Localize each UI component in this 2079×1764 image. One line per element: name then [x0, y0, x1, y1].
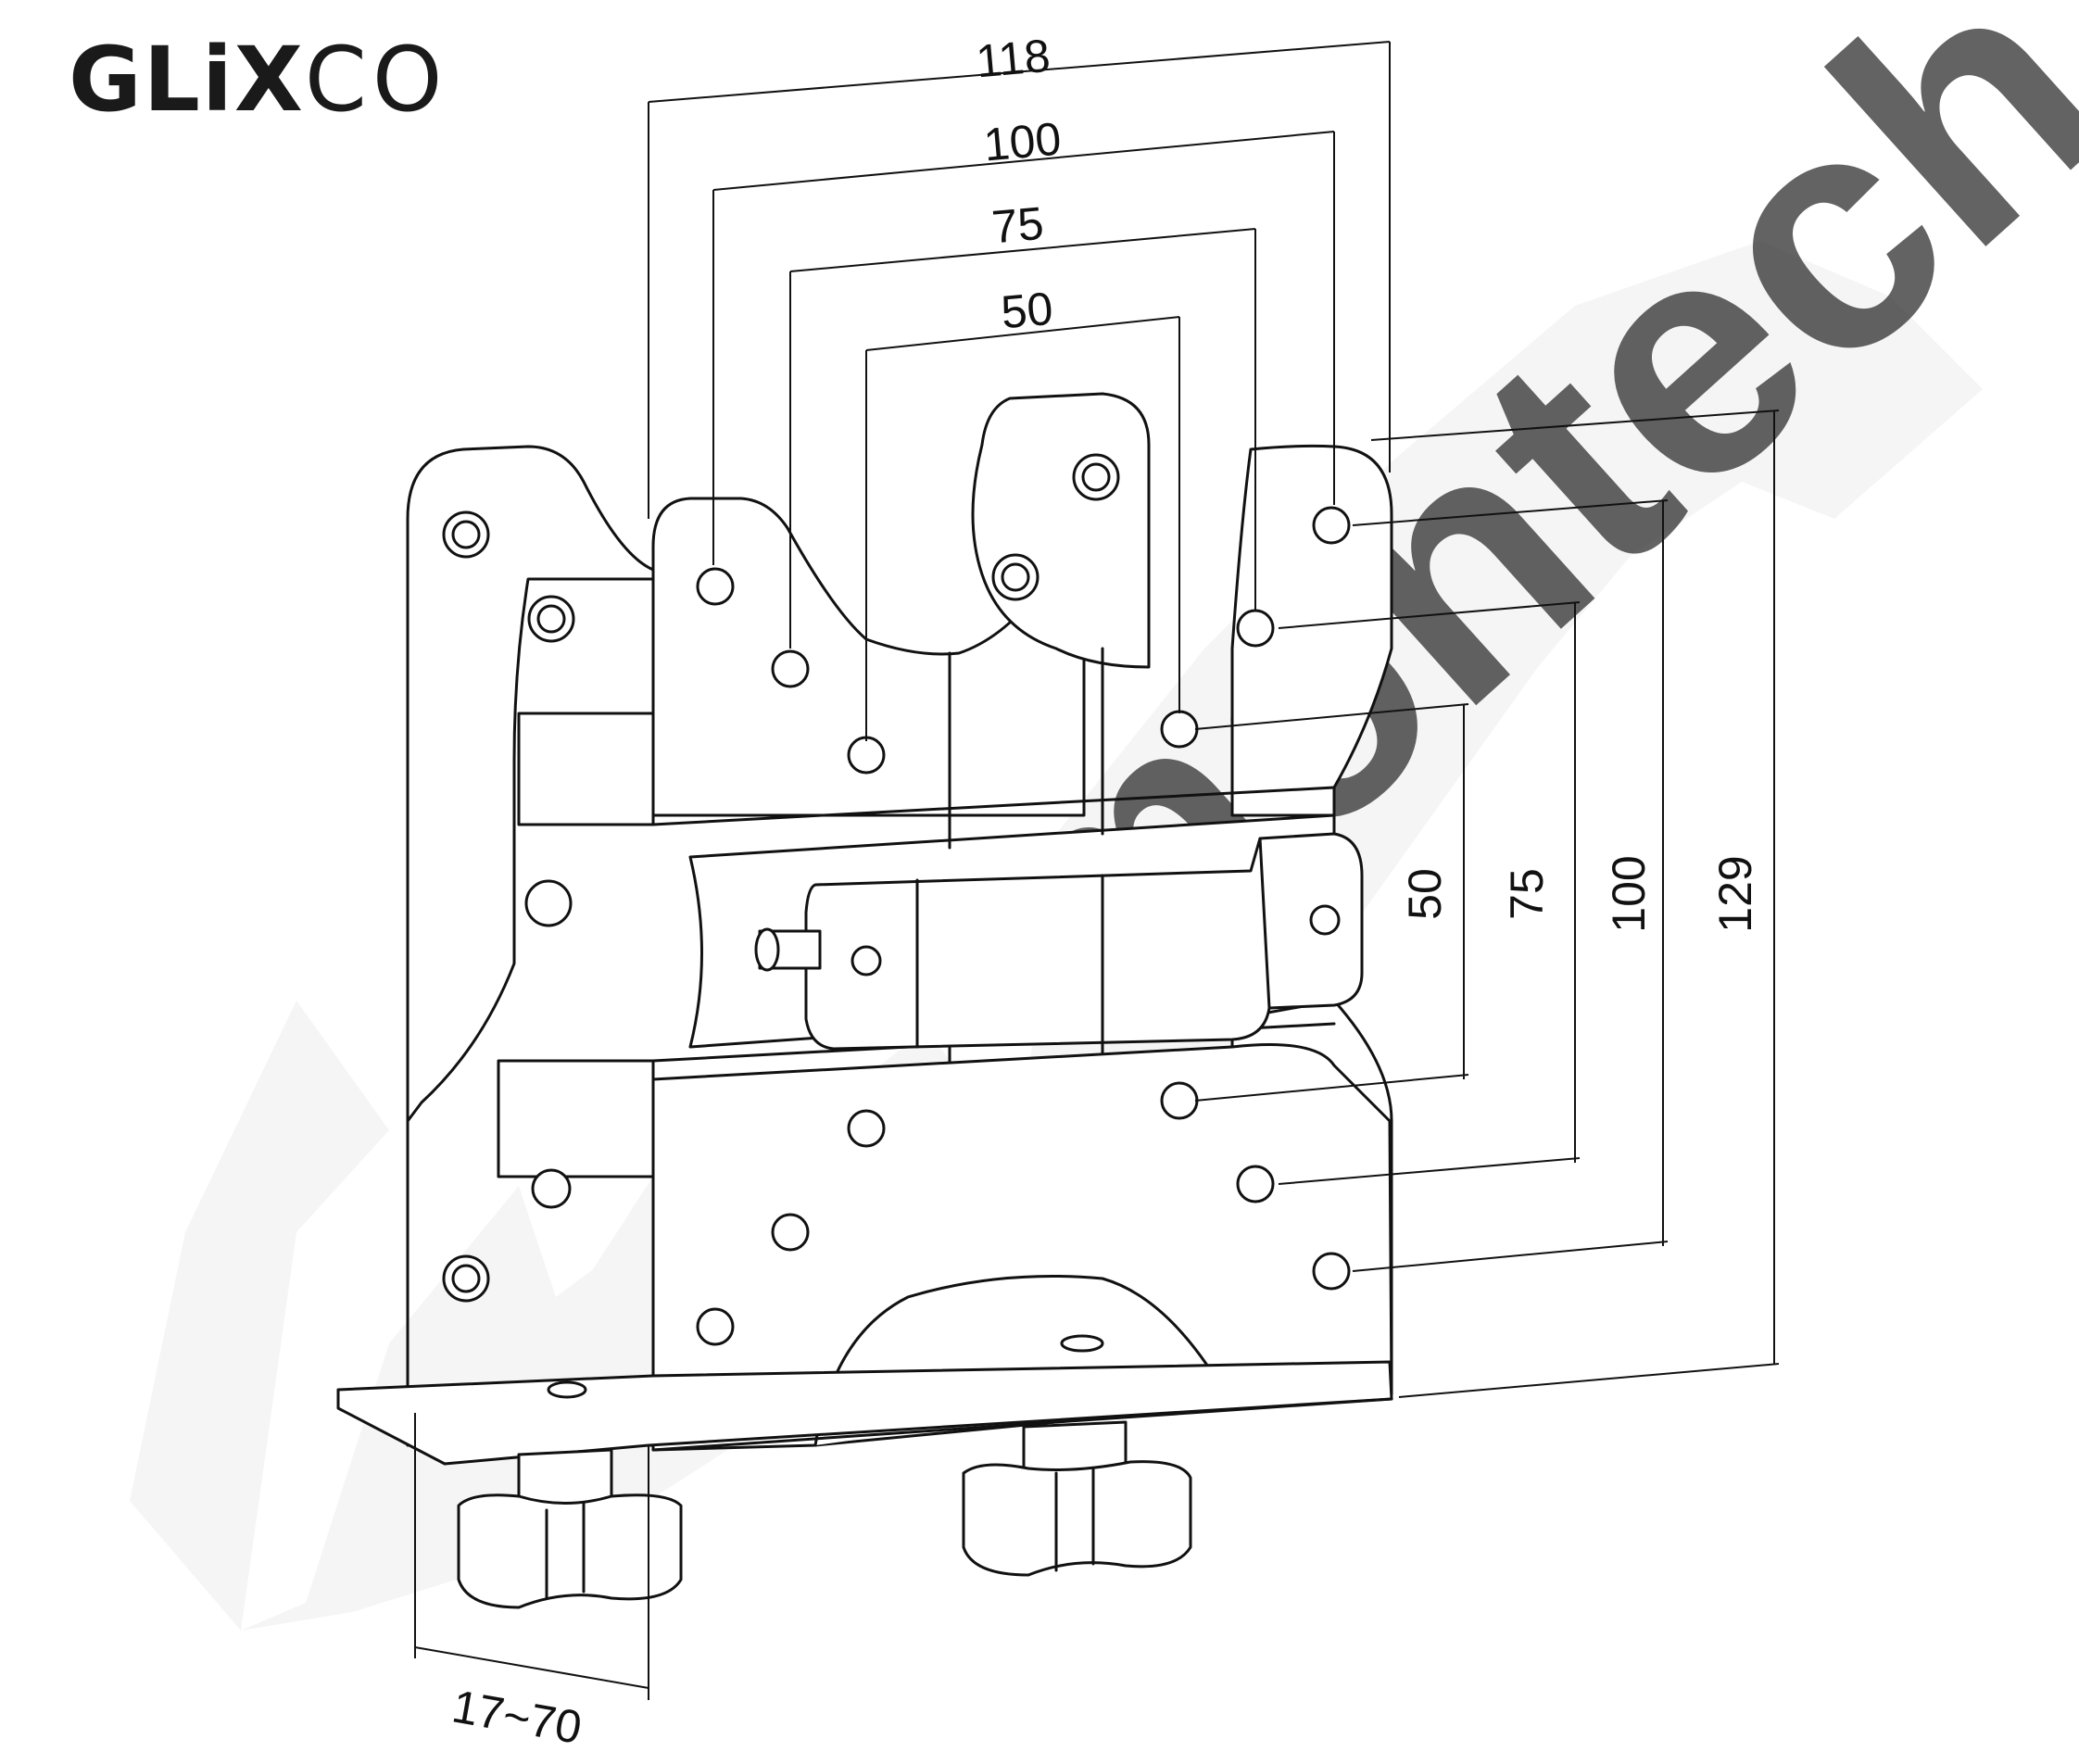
- dim-label-75-v: 75: [1501, 868, 1553, 920]
- logo-bold: GLiX: [69, 28, 305, 132]
- dim-line-118: [648, 41, 1391, 519]
- dim-label-clamp-range: 17~70: [448, 1680, 586, 1754]
- hole: [847, 1109, 886, 1148]
- dim-line-75-v: [1278, 601, 1581, 1185]
- hole: [1160, 710, 1199, 749]
- clamp-strap: [804, 832, 1364, 1051]
- dim-line-75: [789, 228, 1256, 649]
- hole: [771, 649, 810, 688]
- hole: [1001, 562, 1030, 592]
- hole: [771, 1213, 810, 1252]
- hole: [1081, 462, 1111, 492]
- front-plate-lower: [651, 1043, 1393, 1452]
- hole: [547, 1380, 587, 1399]
- dim-label-50: 50: [999, 283, 1054, 339]
- screw-head: [754, 927, 780, 972]
- hole: [696, 567, 735, 606]
- dim-line-100-v: [1352, 499, 1669, 1272]
- dim-line-129: [1370, 410, 1780, 1398]
- clamp-knob-left: [457, 1448, 683, 1609]
- hole: [1312, 506, 1351, 545]
- dimension-lines: [414, 41, 1780, 1700]
- hole: [536, 604, 566, 634]
- mounting-holes: [442, 453, 1351, 1399]
- brand-logo: GLiXCO: [69, 28, 447, 132]
- hole: [451, 520, 481, 549]
- hole: [451, 1264, 481, 1293]
- channel-top-edge: [651, 786, 1336, 826]
- dim-label-129: 129: [1709, 855, 1761, 932]
- hole: [1236, 1165, 1275, 1203]
- hole: [524, 879, 573, 927]
- rear-bar-lower: [497, 1059, 655, 1178]
- dim-label-100: 100: [982, 113, 1064, 171]
- dim-line-50-v: [1194, 703, 1469, 1102]
- hole: [850, 945, 882, 976]
- hole: [1160, 1081, 1199, 1120]
- hole: [847, 736, 886, 775]
- dim-label-50-v: 50: [1399, 868, 1451, 920]
- hole: [1236, 609, 1275, 648]
- dim-line-100: [712, 131, 1335, 565]
- dim-label-118: 118: [974, 30, 1052, 88]
- hole: [1309, 904, 1341, 936]
- dim-label-100-v: 100: [1603, 855, 1655, 932]
- hole: [531, 1168, 572, 1209]
- logo-light: CO: [304, 28, 448, 132]
- hole: [1312, 1252, 1351, 1291]
- hole: [696, 1307, 735, 1346]
- strap-tab: [1258, 837, 1271, 1010]
- dim-line-clamp: [414, 1413, 649, 1700]
- base-plate: [336, 1360, 1393, 1466]
- dim-line-50: [865, 316, 1180, 741]
- clamp-knob-right: [962, 1420, 1192, 1577]
- base-front-edge: [651, 1397, 1393, 1452]
- hole: [1060, 1334, 1104, 1353]
- front-plate-top-lobe: [971, 392, 1151, 669]
- rear-bar-upper: [517, 712, 655, 826]
- dim-label-75: 75: [989, 197, 1045, 254]
